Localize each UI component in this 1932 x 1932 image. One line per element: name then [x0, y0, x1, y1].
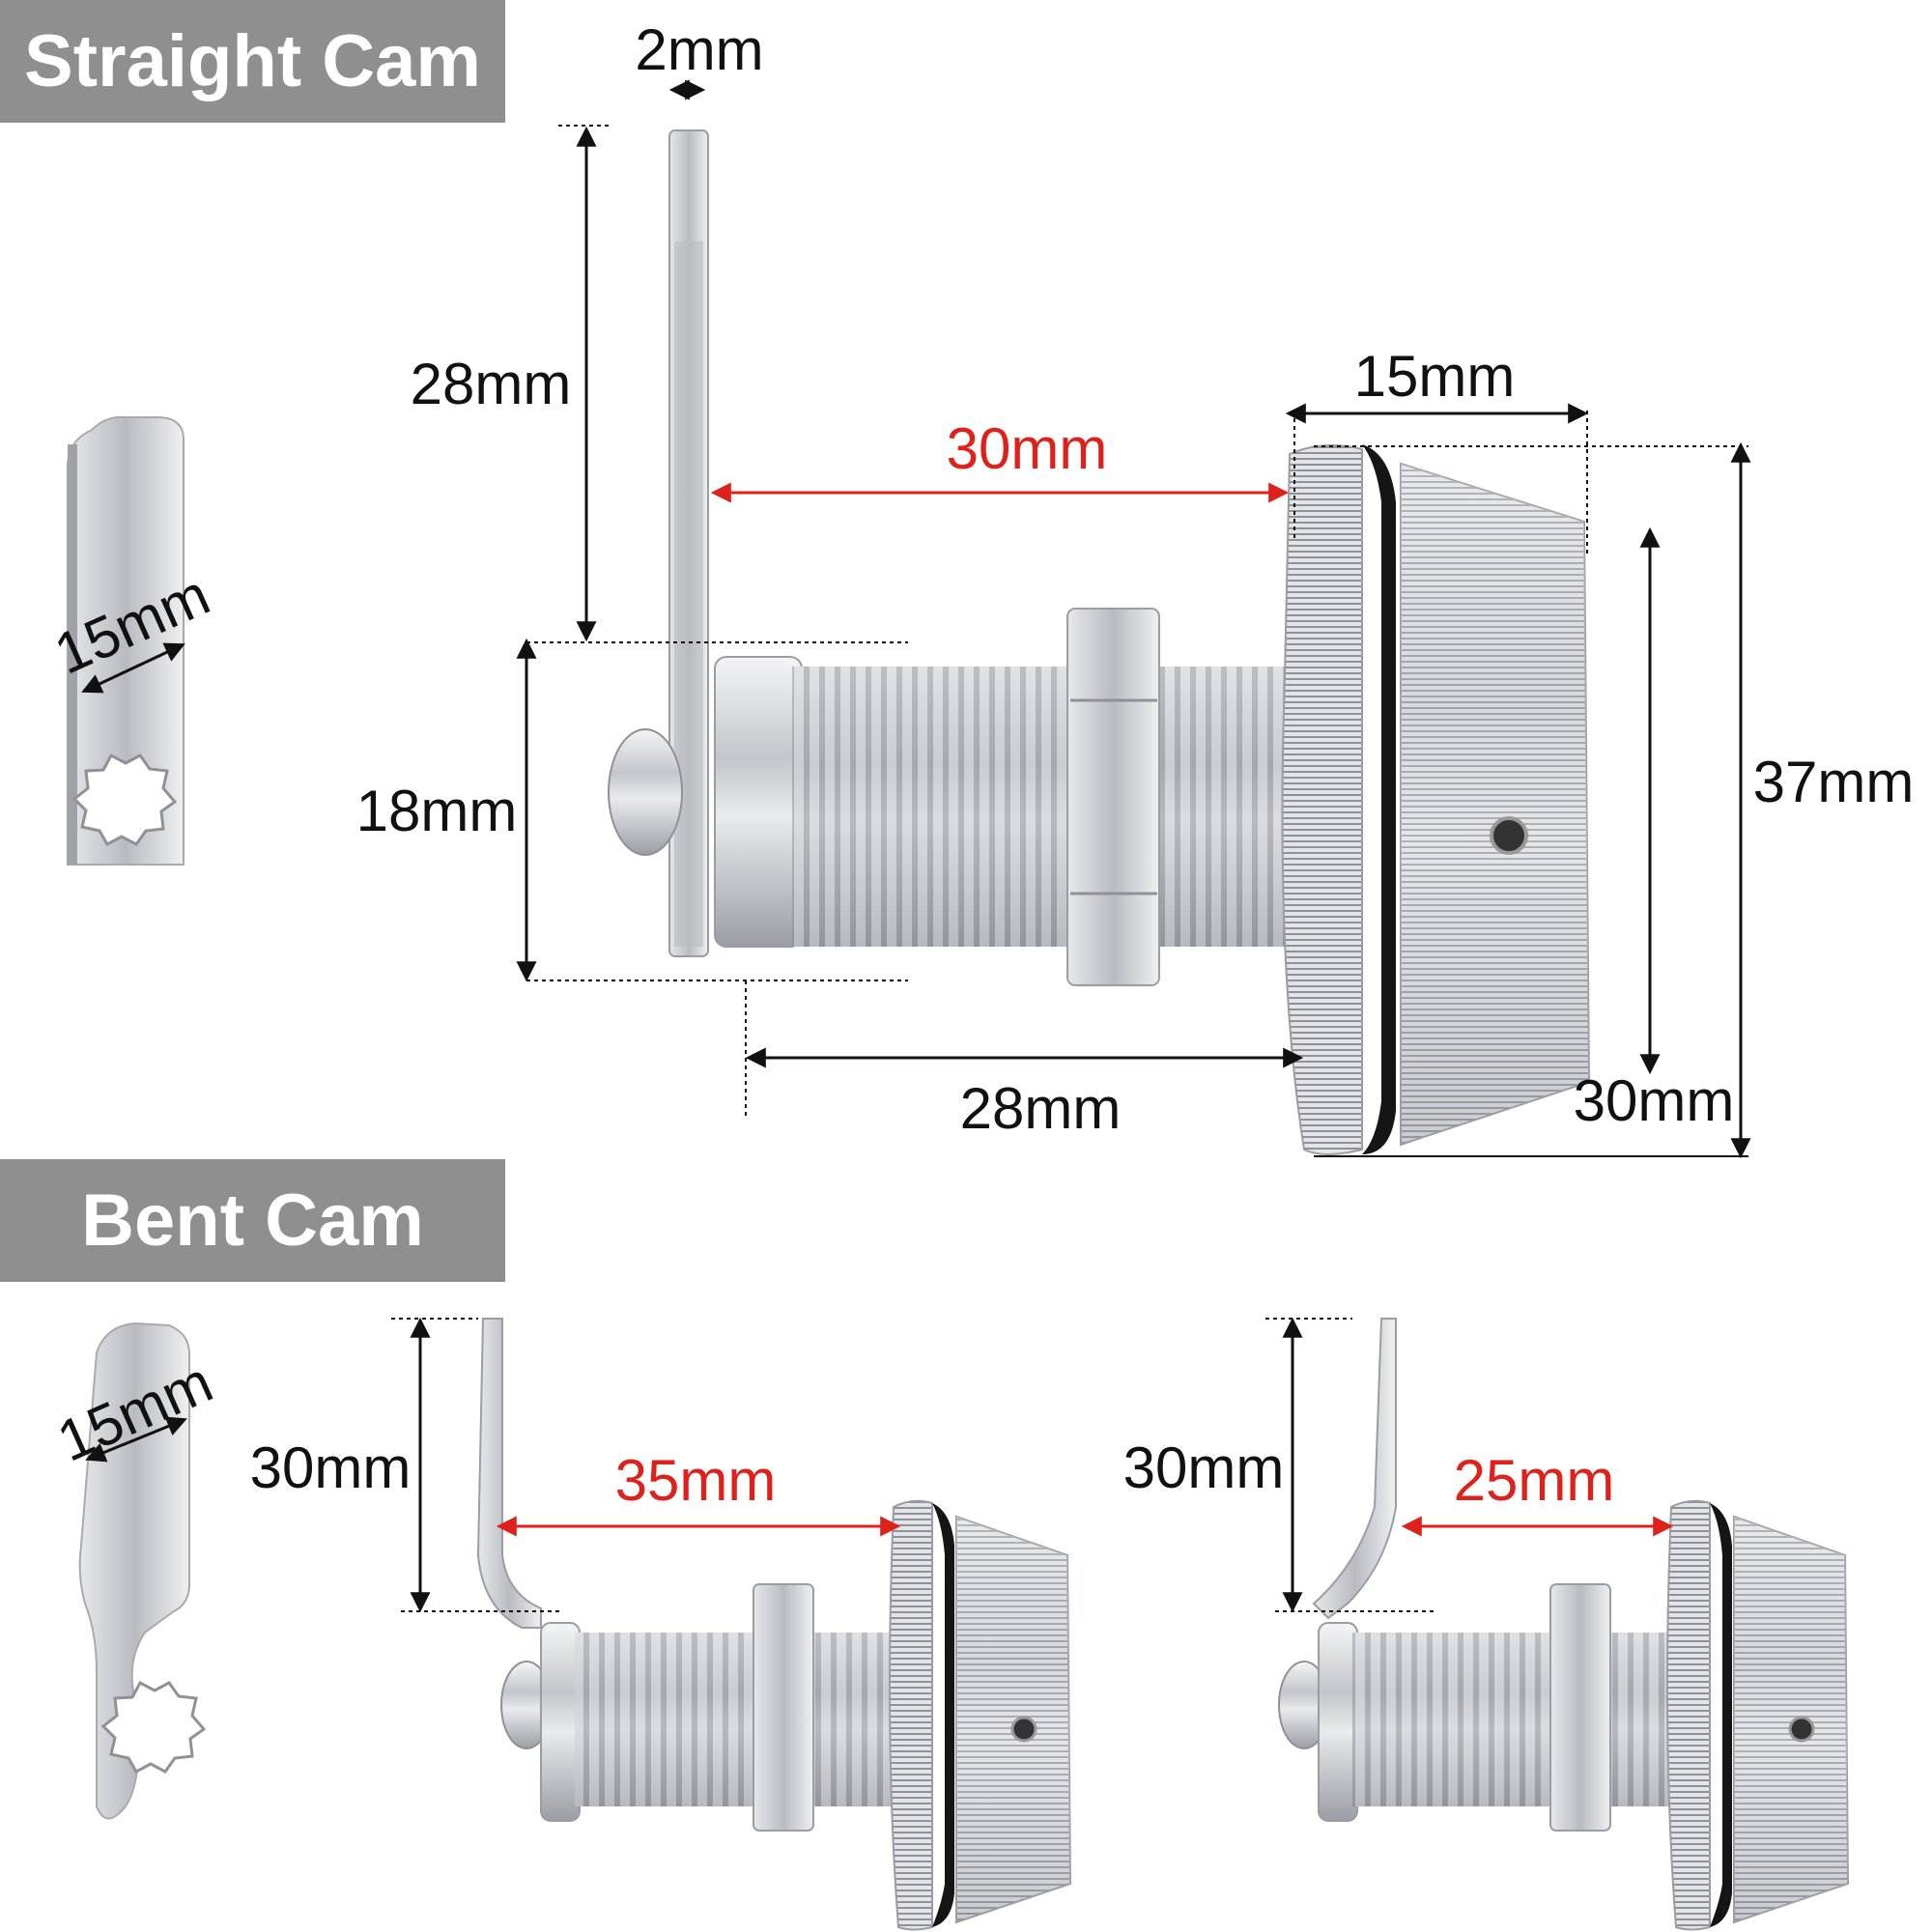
bent-cam-banner: Bent Cam — [0, 1159, 505, 1282]
straight-cam-dimension-lines — [516, 79, 1751, 1159]
straight-head-depth-label: 15mm — [1354, 344, 1516, 409]
bent-right-body-length-label: 25mm — [1454, 1448, 1615, 1513]
bent-cam-plate-icon — [78, 1321, 207, 1820]
bent-left-body-length-label: 35mm — [615, 1448, 777, 1513]
straight-cam-thickness-label: 2mm — [635, 17, 763, 82]
straight-outer-diameter-label: 37mm — [1753, 750, 1915, 814]
straight-face-diameter-label: 30mm — [1574, 1068, 1735, 1133]
bent-right-cam-length-label: 30mm — [1123, 1435, 1285, 1500]
straight-thread-length-label: 28mm — [960, 1076, 1122, 1141]
straight-body-length-label: 30mm — [947, 416, 1108, 481]
cam-lock-illustration — [608, 129, 1591, 1155]
straight-cam-banner: Straight Cam — [0, 0, 505, 123]
bent-left-dimension-lines — [391, 1317, 901, 1613]
bent-right-dimension-lines — [1265, 1317, 1674, 1613]
straight-cam-plate-icon — [67, 415, 185, 866]
straight-thread-diameter-label: 18mm — [356, 779, 518, 843]
bent-lock-left — [476, 1318, 1072, 1931]
straight-cam-length-label: 28mm — [411, 352, 572, 416]
bent-left-cam-length-label: 30mm — [250, 1435, 412, 1500]
bent-lock-right — [1278, 1318, 1850, 1931]
